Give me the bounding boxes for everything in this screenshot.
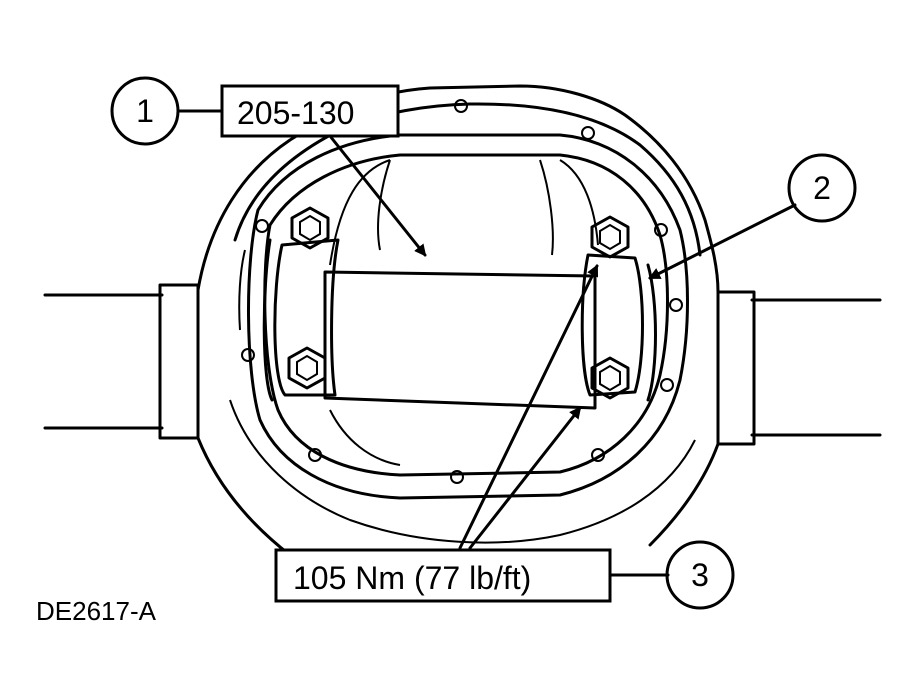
left-bearing-cap xyxy=(262,238,340,402)
callout-2: 2 xyxy=(648,153,857,280)
differential-housing xyxy=(196,84,720,557)
callout-1-arrow xyxy=(328,134,427,257)
right-axle-tube xyxy=(716,290,882,446)
callout-3-label: 105 Nm (77 lb/ft) xyxy=(293,560,531,596)
callout-3: 105 Nm (77 lb/ft) 3 xyxy=(274,264,735,610)
callout-3-arrow-lower xyxy=(468,406,582,550)
callout-1: 1 205-130 xyxy=(110,76,427,257)
callout-1-number: 1 xyxy=(136,93,154,129)
bolt-heads xyxy=(287,206,630,400)
bolt-holes xyxy=(241,99,683,484)
cover-flange xyxy=(246,133,689,500)
figure-id: DE2617-A xyxy=(36,596,157,626)
callout-2-number: 2 xyxy=(813,170,831,206)
differential-case xyxy=(323,159,599,466)
callout-3-arrow-upper xyxy=(458,264,599,550)
left-axle-tube xyxy=(43,283,200,440)
callout-2-arrow xyxy=(648,203,797,280)
callout-1-label: 205-130 xyxy=(237,95,354,131)
callout-3-number: 3 xyxy=(691,557,709,593)
